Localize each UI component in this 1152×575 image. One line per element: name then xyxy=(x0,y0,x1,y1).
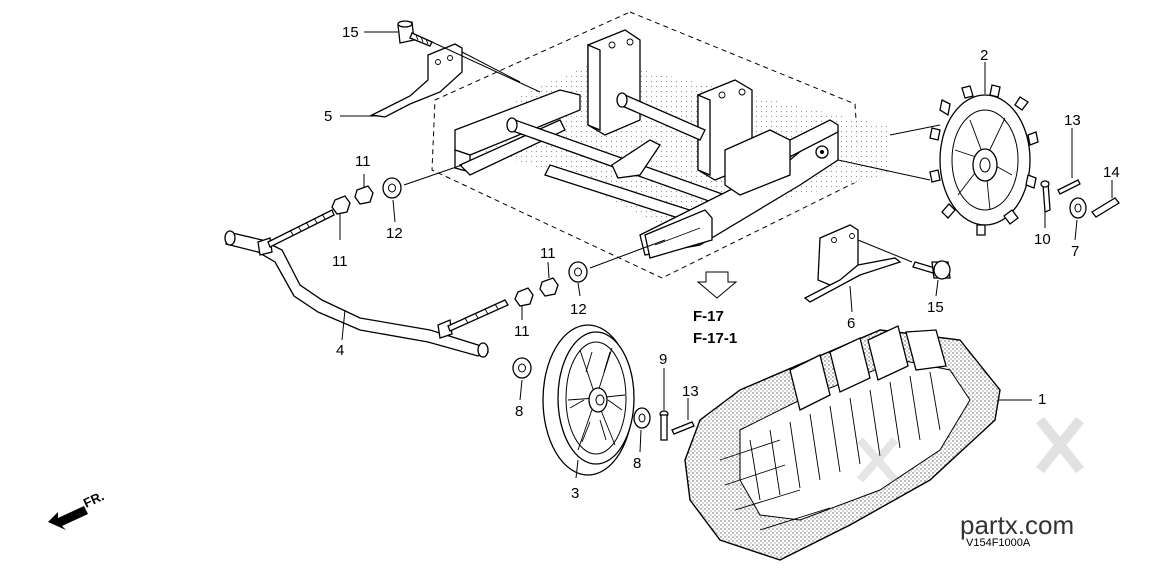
pin-9 xyxy=(659,410,669,441)
washer-8-left xyxy=(512,357,532,379)
callout-10: 10 xyxy=(1034,231,1051,248)
callout-2: 2 xyxy=(980,47,988,64)
callout-11-b: 11 xyxy=(332,253,348,270)
watermark-text: partx.com xyxy=(960,510,1074,540)
callout-8-right: 8 xyxy=(633,455,641,472)
callouts: 1 2 3 4 5 6 7 8 8 9 10 11 11 11 11 12 12… xyxy=(324,24,1120,502)
callout-1: 1 xyxy=(1038,391,1046,408)
bracket-5 xyxy=(369,43,463,118)
reference-arrow xyxy=(696,271,738,299)
cotter-pin-13-left xyxy=(671,421,695,435)
callout-11-c: 11 xyxy=(540,245,556,262)
pin-14 xyxy=(1091,197,1120,218)
washer-8-right xyxy=(633,407,651,429)
callout-15-a: 15 xyxy=(342,24,359,41)
frame-assembly xyxy=(454,29,839,259)
callout-14: 14 xyxy=(1103,164,1120,181)
callout-13-b: 13 xyxy=(682,383,699,400)
washer-7 xyxy=(1069,197,1087,219)
callout-12-a: 12 xyxy=(386,225,403,242)
bolt-15-right xyxy=(912,260,951,280)
reference-f17-1: F-17-1 xyxy=(693,330,737,347)
track-1 xyxy=(684,325,1001,561)
nuts-lower xyxy=(514,261,588,307)
axle-4 xyxy=(224,209,509,358)
pin-10 xyxy=(1040,180,1051,213)
idler-wheel-3 xyxy=(542,324,635,476)
diagram-code: V154F1000A xyxy=(966,537,1031,549)
callout-9: 9 xyxy=(659,351,667,368)
callout-8-left: 8 xyxy=(515,403,523,420)
frame-outline xyxy=(431,11,861,279)
sprocket-2 xyxy=(929,84,1039,236)
cotter-pin-13-right xyxy=(1057,179,1081,195)
front-arrow: FR. xyxy=(48,488,106,530)
leader-lines xyxy=(339,31,1113,479)
front-label: FR. xyxy=(81,488,106,510)
callout-11-d: 11 xyxy=(514,323,530,340)
bracket-6 xyxy=(803,224,902,303)
callout-5: 5 xyxy=(324,108,332,125)
callout-6: 6 xyxy=(847,315,855,332)
nuts-upper xyxy=(331,177,402,215)
frame-shading xyxy=(480,60,890,240)
callout-3: 3 xyxy=(571,485,579,502)
callout-13-a: 13 xyxy=(1064,112,1081,129)
watermark-logo xyxy=(856,416,1084,483)
callout-12-b: 12 xyxy=(570,301,587,318)
reference-f17: F-17 xyxy=(693,308,724,325)
callout-15-b: 15 xyxy=(927,299,944,316)
bolt-15-top xyxy=(397,20,433,47)
callout-11-a: 11 xyxy=(355,153,371,170)
callout-7: 7 xyxy=(1071,243,1079,260)
callout-4: 4 xyxy=(336,342,344,359)
